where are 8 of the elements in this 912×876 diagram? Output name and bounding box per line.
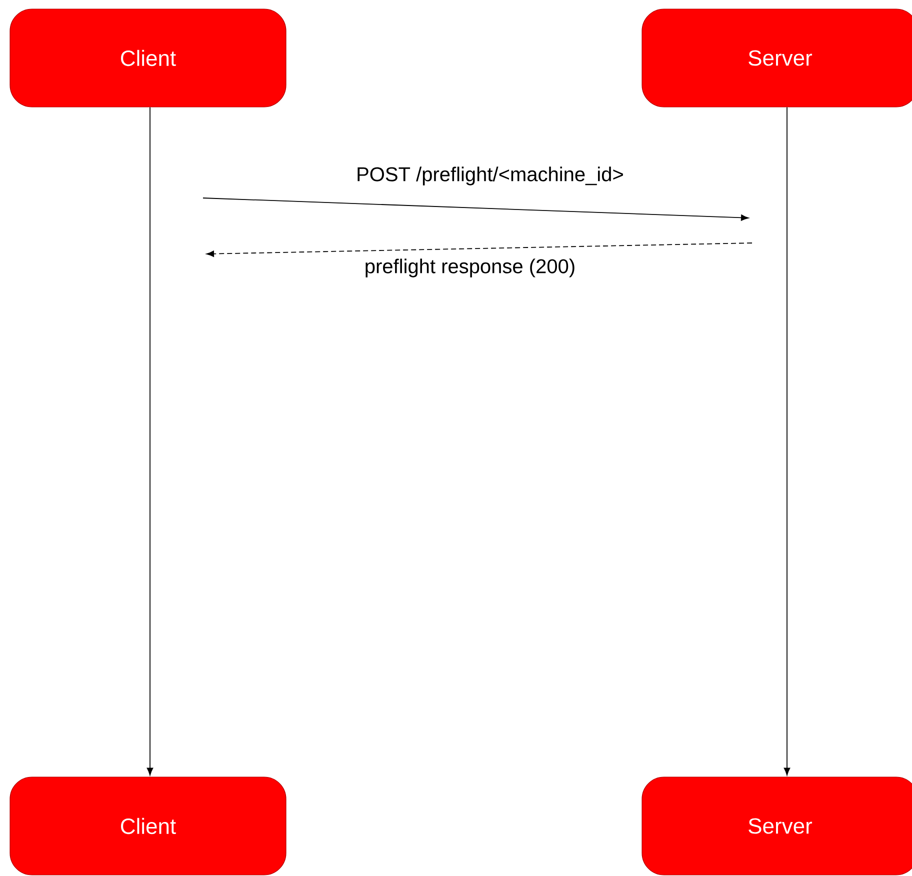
lifeline-arrow — [146, 106, 154, 776]
lifeline-arrow — [784, 106, 790, 776]
message-label: POST /preflight/<machine_id> — [355, 166, 625, 186]
participant-box: Server — [642, 776, 912, 876]
participant-box: Client — [10, 8, 286, 108]
participant-box: Server — [642, 8, 912, 108]
participant-box: Client — [10, 776, 286, 876]
message-label: preflight response (200) — [363, 258, 577, 278]
